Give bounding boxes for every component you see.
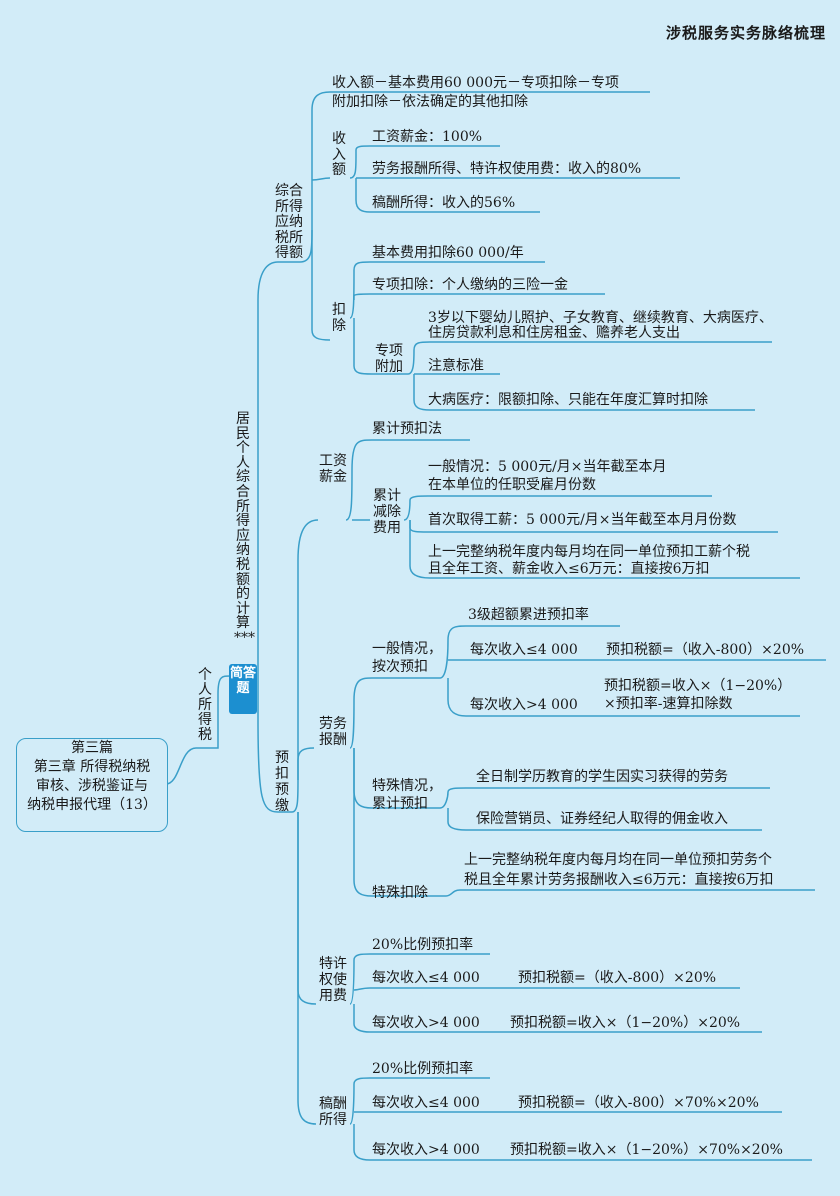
node-comprehensive: 综合所得应纳税所得额 bbox=[275, 183, 303, 261]
page-header: 涉税服务实务脉络梳理 bbox=[665, 24, 826, 42]
special-add-line-2: 住房贷款利息和住房租金、赡养老人支出 bbox=[428, 325, 680, 341]
node-salary: 工资薪金 bbox=[319, 453, 347, 485]
node-resident-calc: 居民个人综合所得应纳税额的计算*** bbox=[234, 411, 255, 646]
node-deduct: 扣除 bbox=[332, 302, 346, 334]
node-royalty: 特许权使用费 bbox=[319, 956, 347, 1004]
labor-general-label-1: 一般情况， bbox=[372, 641, 442, 657]
labor-special-label-2: 累计预扣 bbox=[372, 796, 428, 812]
royalty-le-label: 每次收入≤4 000 bbox=[372, 970, 480, 986]
labor-special-deduct-2: 税且全年累计劳务报酬收入≤6万元：直接按6万扣 bbox=[464, 872, 774, 888]
royalty-le-formula: 预扣税额=（收入-800）×20% bbox=[518, 970, 717, 986]
remuneration-le-formula: 预扣税额=（收入-800）×70%×20% bbox=[518, 1095, 759, 1111]
labor-special-deduct-label: 特殊扣除 bbox=[372, 885, 428, 901]
root-line-4: 纳税申报代理（13） bbox=[27, 797, 157, 813]
salary-general-2: 在本单位的任职受雇月份数 bbox=[428, 477, 596, 493]
deduct-basic: 基本费用扣除60 000/年 bbox=[372, 245, 524, 261]
formula-line-1: 收入额－基本费用60 000元－专项扣除－专项 bbox=[332, 75, 619, 91]
node-prepay: 预扣预缴 bbox=[275, 750, 289, 814]
labor-gt-formula-1: 预扣税额=收入×（1−20%） bbox=[604, 678, 792, 694]
labor-special-item-1: 全日制学历教育的学生因实习获得的劳务 bbox=[476, 769, 728, 785]
root-node: 第三篇 第三章 所得税纳税 审核、涉税鉴证与 纳税申报代理（13） bbox=[16, 738, 168, 832]
labor-le-formula: 预扣税额=（收入-800）×20% bbox=[606, 642, 805, 658]
node-remuneration: 稿酬所得 bbox=[319, 1096, 347, 1128]
special-add-line-1: 3岁以下婴幼儿照护、子女教育、继续教育、大病医疗、 bbox=[428, 310, 773, 326]
salary-general-1: 一般情况：5 000元/月×当年截至本月 bbox=[428, 459, 667, 475]
node-labor: 劳务报酬 bbox=[319, 716, 347, 748]
salary-first: 首次取得工薪：5 000元/月×当年截至本月月份数 bbox=[428, 512, 737, 528]
node-special-add: 专项附加 bbox=[375, 343, 403, 375]
royalty-gt-label: 每次收入>4 000 bbox=[372, 1015, 480, 1031]
remuneration-gt-label: 每次收入>4 000 bbox=[372, 1142, 480, 1158]
root-line-2: 第三章 所得税纳税 bbox=[33, 759, 151, 775]
salary-last-1: 上一完整纳税年度内每月均在同一单位预扣工薪个税 bbox=[428, 544, 750, 560]
labor-special-item-2: 保险营销员、证券经纪人取得的佣金收入 bbox=[476, 811, 728, 827]
labor-progressive: 3级超额累进预扣率 bbox=[468, 607, 589, 623]
labor-gt-formula-2: ×预扣率-速算扣除数 bbox=[604, 696, 733, 712]
node-income: 收入额 bbox=[332, 131, 346, 178]
labor-special-deduct-1: 上一完整纳税年度内每月均在同一单位预扣劳务个 bbox=[464, 852, 772, 868]
remuneration-le-label: 每次收入≤4 000 bbox=[372, 1095, 480, 1111]
root-line-1: 第三篇 bbox=[71, 740, 113, 756]
node-individual-income-tax: 个人所得税 bbox=[198, 667, 212, 743]
salary-last-2: 且全年工资、薪金收入≤6万元：直接按6万扣 bbox=[428, 561, 710, 577]
deduct-special: 专项扣除：个人缴纳的三险一金 bbox=[372, 277, 568, 293]
node-cum-deduct: 累计减除费用 bbox=[373, 488, 401, 536]
income-item-3: 稿酬所得：收入的56% bbox=[372, 195, 516, 211]
medical-deduct: 大病医疗：限额扣除、只能在年度汇算时扣除 bbox=[428, 392, 708, 408]
royalty-gt-formula: 预扣税额=收入×（1−20%）×20% bbox=[510, 1015, 741, 1031]
short-answer-badge: 简答题 bbox=[229, 664, 257, 714]
income-item-1: 工资薪金：100% bbox=[372, 129, 483, 145]
labor-special-label-1: 特殊情况， bbox=[372, 778, 442, 794]
salary-method: 累计预扣法 bbox=[372, 421, 442, 437]
labor-le-label: 每次收入≤4 000 bbox=[470, 642, 578, 658]
labor-gt-label: 每次收入>4 000 bbox=[470, 697, 578, 713]
royalty-rate: 20%比例预扣率 bbox=[372, 937, 474, 953]
income-item-2: 劳务报酬所得、特许权使用费：收入的80% bbox=[372, 161, 642, 177]
remuneration-rate: 20%比例预扣率 bbox=[372, 1061, 474, 1077]
labor-general-label-2: 按次预扣 bbox=[372, 659, 428, 675]
formula-line-2: 附加扣除－依法确定的其他扣除 bbox=[332, 94, 528, 110]
remuneration-gt-formula: 预扣税额=收入×（1−20%）×70%×20% bbox=[510, 1142, 783, 1158]
note-standard: 注意标准 bbox=[428, 358, 484, 374]
root-line-3: 审核、涉税鉴证与 bbox=[36, 778, 148, 794]
